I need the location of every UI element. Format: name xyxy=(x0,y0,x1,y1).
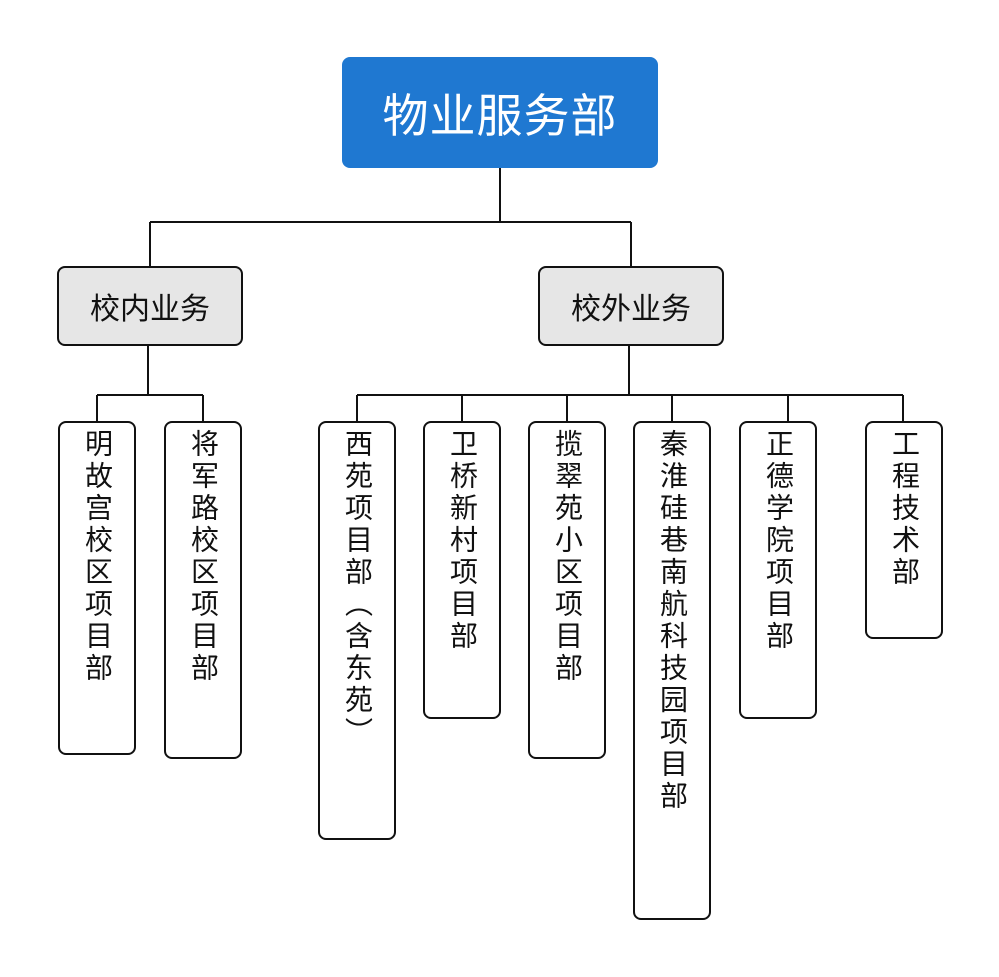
leaf-node: 正德学院项目部 xyxy=(739,421,817,719)
branch-label: 校内业务 xyxy=(90,292,210,327)
leaf-label: 正德学院项目部 xyxy=(762,429,795,653)
leaf-label: 揽翠苑小区项目部 xyxy=(551,429,584,685)
branch-node-internal: 校内业务 xyxy=(57,266,243,346)
leaf-node: 明故宫校区项目部 xyxy=(58,421,136,755)
leaf-label: 工程技术部 xyxy=(888,429,921,589)
leaf-label: 西苑项目部（含东苑） xyxy=(341,429,374,749)
leaf-label: 明故宫校区项目部 xyxy=(81,429,114,685)
root-node: 物业服务部 xyxy=(342,57,658,168)
leaf-node: 卫桥新村项目部 xyxy=(423,421,501,719)
leaf-label: 秦淮硅巷南航科技园项目部 xyxy=(656,429,689,813)
branch-node-external: 校外业务 xyxy=(538,266,724,346)
leaf-node: 工程技术部 xyxy=(865,421,943,639)
root-label: 物业服务部 xyxy=(382,88,618,143)
leaf-label: 将军路校区项目部 xyxy=(187,429,220,685)
leaf-label: 卫桥新村项目部 xyxy=(446,429,479,653)
leaf-node: 西苑项目部（含东苑） xyxy=(318,421,396,840)
leaf-node: 秦淮硅巷南航科技园项目部 xyxy=(633,421,711,920)
leaf-node: 揽翠苑小区项目部 xyxy=(528,421,606,759)
leaf-node: 将军路校区项目部 xyxy=(164,421,242,759)
branch-label: 校外业务 xyxy=(571,292,691,327)
